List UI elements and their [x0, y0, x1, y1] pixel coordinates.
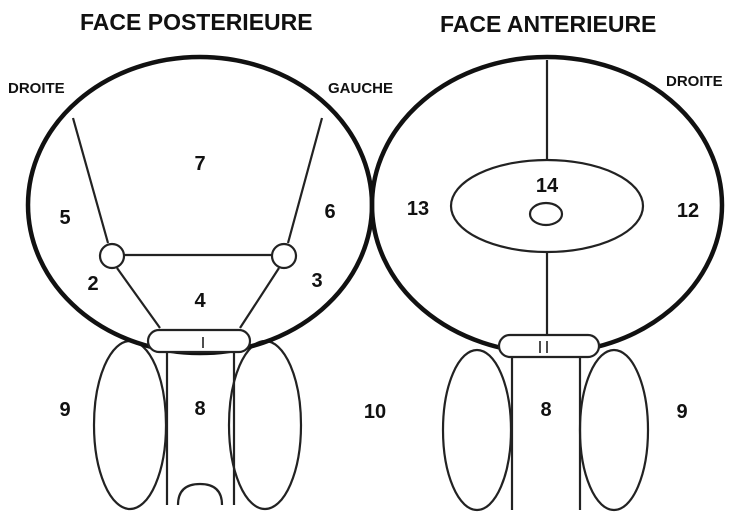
posterior-right-ureteric-orifice — [272, 244, 296, 268]
posterior-view: 7 5 6 2 3 4 9 8 10 — [28, 57, 386, 509]
zone-8-posterior-label: 8 — [194, 398, 205, 420]
zone-9-anterior-label: 9 — [676, 401, 687, 423]
posterior-left-side-label: GAUCHE — [328, 80, 393, 97]
zone-2-label: 2 — [87, 273, 98, 295]
posterior-left-diagonal-lower — [117, 268, 160, 328]
anterior-left-lower-oval — [443, 350, 511, 510]
posterior-bladder-neck — [148, 330, 250, 352]
anterior-right-lower-oval — [580, 350, 648, 510]
zone-13-label: 13 — [407, 198, 429, 220]
posterior-left-ureteric-orifice — [100, 244, 124, 268]
zone-10-label: 10 — [364, 401, 386, 423]
posterior-right-diagonal-upper — [288, 118, 322, 243]
anterior-view-title: FACE ANTERIEURE — [440, 11, 656, 37]
anterior-right-side-label: DROITE — [666, 73, 723, 90]
zone-8-anterior-label: 8 — [540, 399, 551, 421]
posterior-right-side-label: DROITE — [8, 80, 65, 97]
posterior-left-lower-oval — [94, 341, 166, 509]
posterior-left-diagonal-upper — [73, 118, 108, 243]
posterior-right-lower-oval — [229, 341, 301, 509]
zone-3-label: 3 — [311, 270, 322, 292]
posterior-view-title: FACE POSTERIEURE — [80, 9, 313, 35]
anterior-bladder-neck — [499, 335, 599, 357]
zone-12-label: 12 — [677, 200, 699, 222]
zone-5-label: 5 — [59, 207, 70, 229]
anterior-dome-ellipse — [451, 160, 643, 252]
anterior-view: 14 13 12 8 9 — [372, 57, 722, 510]
posterior-urethra-arch — [178, 484, 222, 505]
anterior-dome-center — [530, 203, 562, 225]
zone-9-posterior-label: 9 — [59, 399, 70, 421]
zone-6-label: 6 — [324, 201, 335, 223]
zone-4-label: 4 — [194, 290, 206, 312]
posterior-right-diagonal-lower — [240, 268, 279, 328]
zone-7-label: 7 — [194, 153, 205, 175]
zone-14-label: 14 — [536, 175, 559, 197]
